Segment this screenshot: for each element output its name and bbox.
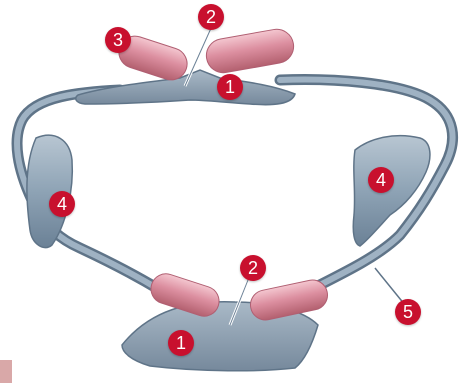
right-cheek-tab	[352, 134, 431, 247]
marker-bottom-2: 2	[240, 255, 266, 281]
top-right-pad	[205, 28, 295, 74]
bottom-right-pad	[250, 279, 328, 321]
marker-top-1: 1	[217, 74, 243, 100]
marker-top-3: 3	[105, 27, 131, 53]
right-5-pointer	[374, 267, 406, 306]
marker-left-4: 4	[49, 191, 75, 217]
marker-right-4: 4	[368, 167, 394, 193]
left-cheek-tab	[26, 134, 74, 249]
bottom-left-pad	[150, 273, 220, 317]
corner-swatch	[0, 360, 12, 383]
marker-right-5: 5	[395, 299, 421, 325]
marker-bottom-1: 1	[168, 330, 194, 356]
marker-top-2: 2	[198, 4, 224, 30]
